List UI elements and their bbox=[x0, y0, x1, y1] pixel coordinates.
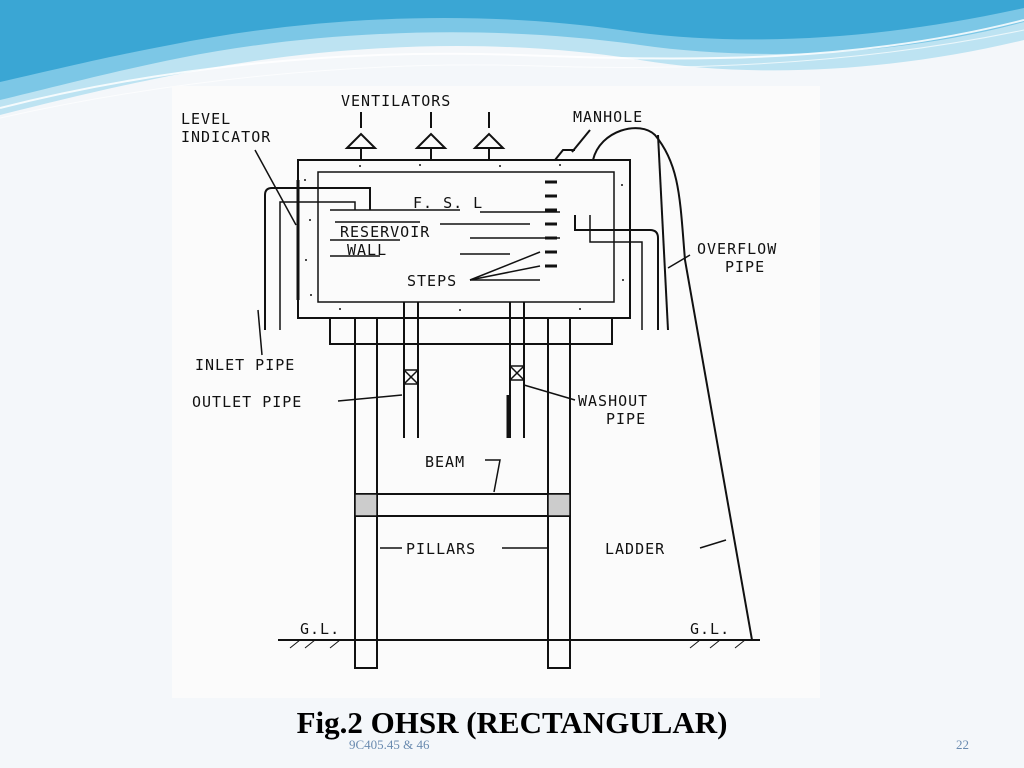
inlet-pipe bbox=[264, 187, 371, 330]
manhole-icon bbox=[554, 149, 575, 161]
label-wall: WALL bbox=[347, 241, 388, 259]
ladder bbox=[592, 127, 753, 641]
tank-base-slab bbox=[329, 317, 613, 345]
steps-rungs bbox=[545, 180, 557, 268]
label-steps: STEPS bbox=[407, 272, 458, 290]
label-overflow-pipe: PIPE bbox=[725, 258, 766, 276]
washout-pipe bbox=[509, 302, 525, 438]
label-ladder: LADDER bbox=[605, 540, 666, 558]
label-indicator: INDICATOR bbox=[181, 128, 272, 146]
label-washout: WASHOUT bbox=[578, 392, 649, 410]
header-wave-decoration bbox=[0, 0, 1024, 119]
beam bbox=[354, 493, 571, 517]
label-reservoir: RESERVOIR bbox=[340, 223, 431, 241]
label-washout-pipe: PIPE bbox=[606, 410, 647, 428]
label-level: LEVEL bbox=[181, 110, 232, 128]
ventilator-icons bbox=[344, 112, 506, 160]
tank-inner-wall bbox=[317, 171, 615, 303]
page-number: 22 bbox=[956, 737, 969, 752]
label-gl-left: G.L. bbox=[300, 620, 341, 638]
label-gl-right: G.L. bbox=[690, 620, 731, 638]
label-outlet-pipe: OUTLET PIPE bbox=[192, 393, 303, 411]
label-beam: BEAM bbox=[425, 453, 466, 471]
leader-lines bbox=[257, 254, 727, 549]
ground-hatch bbox=[289, 639, 746, 649]
steps-leaders bbox=[469, 251, 541, 281]
label-pillars: PILLARS bbox=[406, 540, 477, 558]
label-manhole: MANHOLE bbox=[573, 108, 644, 126]
wall-concrete-texture bbox=[304, 164, 624, 311]
label-inlet-pipe: INLET PIPE bbox=[195, 356, 296, 374]
valve-icons bbox=[403, 365, 525, 385]
label-fsl: F. S. L bbox=[413, 194, 484, 212]
overflow-pipe bbox=[574, 215, 659, 330]
label-overflow: OVERFLOW bbox=[697, 240, 778, 258]
water-level-lines bbox=[330, 209, 560, 257]
figure-caption: Fig.2 OHSR (RECTANGULAR) bbox=[296, 705, 728, 740]
footer-course-id: 9C405.45 & 46 bbox=[349, 737, 430, 752]
label-ventilators: VENTILATORS bbox=[341, 92, 452, 110]
